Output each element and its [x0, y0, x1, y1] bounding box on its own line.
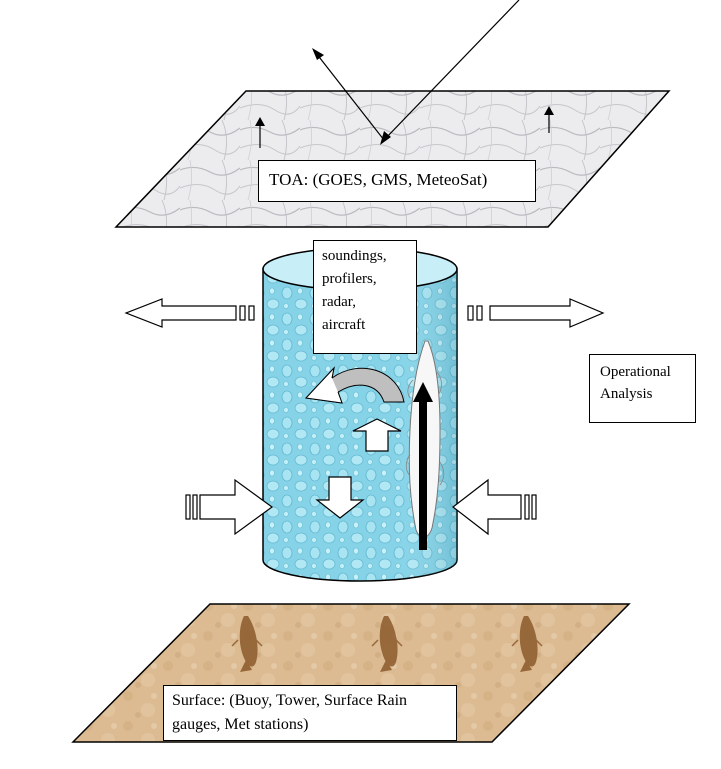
- surface-label-box: Surface: (Buoy, Tower, Surface Rain gaug…: [163, 685, 457, 741]
- surface-line-2: gauges, Met stations): [172, 716, 309, 733]
- left-inflow-arrow: [185, 478, 274, 536]
- column-line-profilers: profilers,: [322, 271, 377, 287]
- reflected-radiation-line: [315, 52, 385, 141]
- left-outflow-arrow: [124, 298, 255, 328]
- updraft-arrow-shaft: [419, 400, 427, 550]
- surface-line-1: Surface: (Buoy, Tower, Surface Rain: [172, 692, 408, 709]
- toa-up-arrow-left-head: [255, 117, 265, 126]
- incoming-radiation-arrowhead: [380, 131, 391, 145]
- updraft-small-arrow: [352, 418, 402, 452]
- cloud-detail: [405, 371, 445, 486]
- downdraft-arrow: [315, 476, 365, 519]
- analysis-line-2: Analysis: [600, 386, 653, 402]
- right-outflow-arrow: [467, 298, 605, 328]
- column-observations-box: soundings, profilers, radar, aircraft: [313, 240, 417, 354]
- column-line-radar: radar,: [322, 294, 356, 310]
- toa-plane: [114, 90, 671, 228]
- fish-fossil-1: [231, 616, 263, 672]
- curved-arrow-head: [304, 366, 343, 404]
- toa-label: TOA: (GOES, GMS, MeteoSat): [269, 170, 488, 189]
- toa-label-box: TOA: (GOES, GMS, MeteoSat): [258, 160, 536, 202]
- right-inflow-arrow: [452, 478, 537, 536]
- operational-analysis-box: Operational Analysis: [589, 354, 696, 423]
- analysis-line-1: Operational: [600, 364, 671, 380]
- fish-fossil-3: [511, 616, 543, 672]
- incoming-radiation-line: [383, 0, 520, 141]
- column-line-soundings: soundings,: [322, 248, 387, 264]
- updraft-arrow-head: [413, 382, 433, 402]
- column-line-aircraft: aircraft: [322, 317, 366, 333]
- reflected-radiation-arrowhead: [312, 48, 324, 60]
- toa-up-arrow-right-head: [544, 106, 554, 115]
- fish-fossil-2: [371, 616, 403, 672]
